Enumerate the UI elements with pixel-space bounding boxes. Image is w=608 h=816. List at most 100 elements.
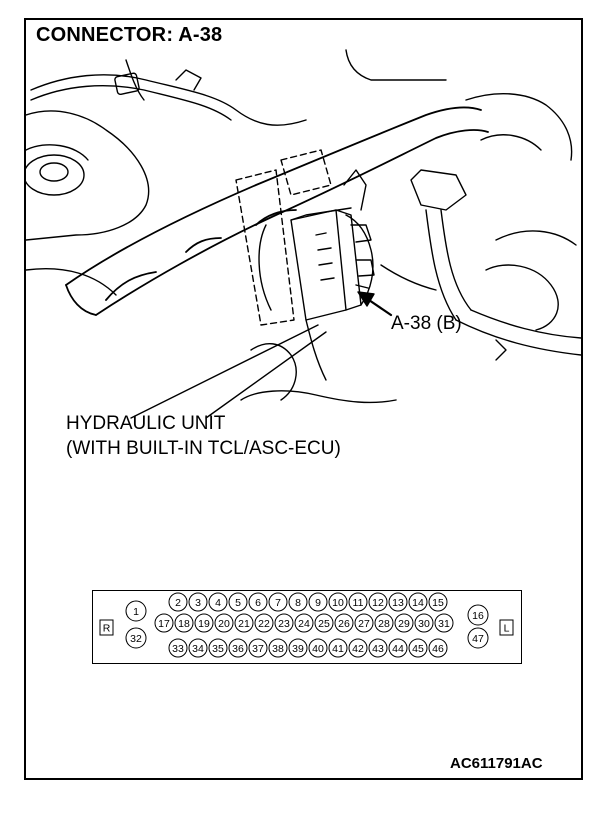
connector-pin: 24 bbox=[294, 613, 314, 633]
connector-pin: 1 bbox=[125, 600, 147, 622]
pin-label: 5 bbox=[235, 597, 241, 609]
connector-pin: 45 bbox=[408, 638, 428, 658]
component-label-line2: (WITH BUILT-IN TCL/ASC-ECU) bbox=[66, 438, 341, 459]
pin-label: 31 bbox=[438, 618, 450, 630]
pin-label: 36 bbox=[232, 643, 244, 655]
pin-label: 17 bbox=[158, 618, 170, 630]
pin-label: 11 bbox=[353, 597, 364, 609]
pin-label: 37 bbox=[252, 643, 264, 655]
strut-tower bbox=[26, 110, 150, 296]
connector-face bbox=[92, 590, 522, 664]
connector-pin: 3 bbox=[188, 592, 208, 612]
pin-label: 47 bbox=[472, 633, 484, 645]
diagonal-hose bbox=[65, 106, 489, 316]
connector-pin: 36 bbox=[228, 638, 248, 658]
connector-pin: 8 bbox=[288, 592, 308, 612]
connector-pin: 23 bbox=[274, 613, 294, 633]
pin-label: 6 bbox=[255, 597, 261, 609]
connector-pin: 9 bbox=[308, 592, 328, 612]
connector-pin: 21 bbox=[234, 613, 254, 633]
page-title: CONNECTOR: A-38 bbox=[36, 24, 223, 46]
pin-label: 45 bbox=[412, 643, 424, 655]
pin-label: 23 bbox=[278, 618, 290, 630]
pin-label: 42 bbox=[352, 643, 364, 655]
right-components bbox=[380, 92, 581, 361]
connector-pin: 19 bbox=[194, 613, 214, 633]
connector-arrow bbox=[357, 291, 393, 317]
pin-label: 30 bbox=[418, 618, 430, 630]
connector-pin: 18 bbox=[174, 613, 194, 633]
connector-pin: 5 bbox=[228, 592, 248, 612]
connector-pin: 33 bbox=[168, 638, 188, 658]
connector-pin: 2 bbox=[168, 592, 188, 612]
pin-label: 15 bbox=[432, 597, 444, 609]
pin-label: 9 bbox=[315, 597, 321, 609]
pin-label: 22 bbox=[258, 618, 270, 630]
component-label-line1: HYDRAULIC UNIT bbox=[66, 413, 226, 434]
connector-pin: 38 bbox=[268, 638, 288, 658]
label-leader-lines bbox=[130, 324, 327, 419]
connector-pin: 4 bbox=[208, 592, 228, 612]
connector-pin: 20 bbox=[214, 613, 234, 633]
connector-pin: 37 bbox=[248, 638, 268, 658]
pin-label: 18 bbox=[178, 618, 190, 630]
pin-label: 1 bbox=[133, 606, 139, 618]
pin-label: 33 bbox=[172, 643, 184, 655]
connector-pin: 31 bbox=[434, 613, 454, 633]
connector-pin: 32 bbox=[125, 627, 147, 649]
pin-label: 7 bbox=[275, 597, 281, 609]
pin-label: 13 bbox=[392, 597, 404, 609]
connector-pin: 13 bbox=[388, 592, 408, 612]
pin-label: 20 bbox=[218, 618, 230, 630]
connector-pin: 16 bbox=[467, 604, 489, 626]
connector-pin: 12 bbox=[368, 592, 388, 612]
pin-label: 34 bbox=[192, 643, 204, 655]
connector-pin: 6 bbox=[248, 592, 268, 612]
pin-label: 43 bbox=[372, 643, 384, 655]
connector-pin: 47 bbox=[467, 627, 489, 649]
connector-pin: 41 bbox=[328, 638, 348, 658]
pin-label: 3 bbox=[195, 597, 201, 609]
pin-label: 8 bbox=[295, 597, 301, 609]
pin-label: 19 bbox=[198, 618, 210, 630]
pin-label: 4 bbox=[215, 597, 221, 609]
marker-l: L bbox=[499, 619, 514, 636]
hydraulic-unit-body bbox=[240, 169, 397, 404]
connector-pin: 11 bbox=[348, 592, 368, 612]
connector-pin: 44 bbox=[388, 638, 408, 658]
connector-pin: 25 bbox=[314, 613, 334, 633]
connector-pin: 7 bbox=[268, 592, 288, 612]
figure-code: AC611791AC bbox=[450, 755, 543, 772]
connector-pin: 27 bbox=[354, 613, 374, 633]
pin-label: 32 bbox=[130, 633, 142, 645]
marker-r: R bbox=[99, 619, 114, 636]
connector-pin: 26 bbox=[334, 613, 354, 633]
marker-label: R bbox=[103, 623, 111, 635]
pin-label: 29 bbox=[398, 618, 410, 630]
pin-label: 28 bbox=[378, 618, 390, 630]
connector-pin: 30 bbox=[414, 613, 434, 633]
connector-pin: 17 bbox=[154, 613, 174, 633]
pin-label: 44 bbox=[392, 643, 404, 655]
connector-pin: 43 bbox=[368, 638, 388, 658]
connector-pin: 22 bbox=[254, 613, 274, 633]
pin-label: 14 bbox=[412, 597, 424, 609]
connector-pin: 39 bbox=[288, 638, 308, 658]
connector-pin: 10 bbox=[328, 592, 348, 612]
pin-label: 21 bbox=[238, 618, 250, 630]
callout-label: A-38 (B) bbox=[391, 313, 462, 334]
pin-label: 2 bbox=[175, 597, 181, 609]
pin-label: 26 bbox=[338, 618, 350, 630]
pin-label: 38 bbox=[272, 643, 284, 655]
connector-pin: 42 bbox=[348, 638, 368, 658]
marker-label: L bbox=[504, 623, 510, 635]
pin-label: 27 bbox=[358, 618, 370, 630]
pin-label: 41 bbox=[332, 643, 344, 655]
pin-label: 46 bbox=[432, 643, 444, 655]
engine-bay-illustration bbox=[26, 49, 581, 419]
pin-label: 10 bbox=[332, 597, 344, 609]
connector-pin: 35 bbox=[208, 638, 228, 658]
connector-pin: 14 bbox=[408, 592, 428, 612]
pin-label: 35 bbox=[212, 643, 224, 655]
